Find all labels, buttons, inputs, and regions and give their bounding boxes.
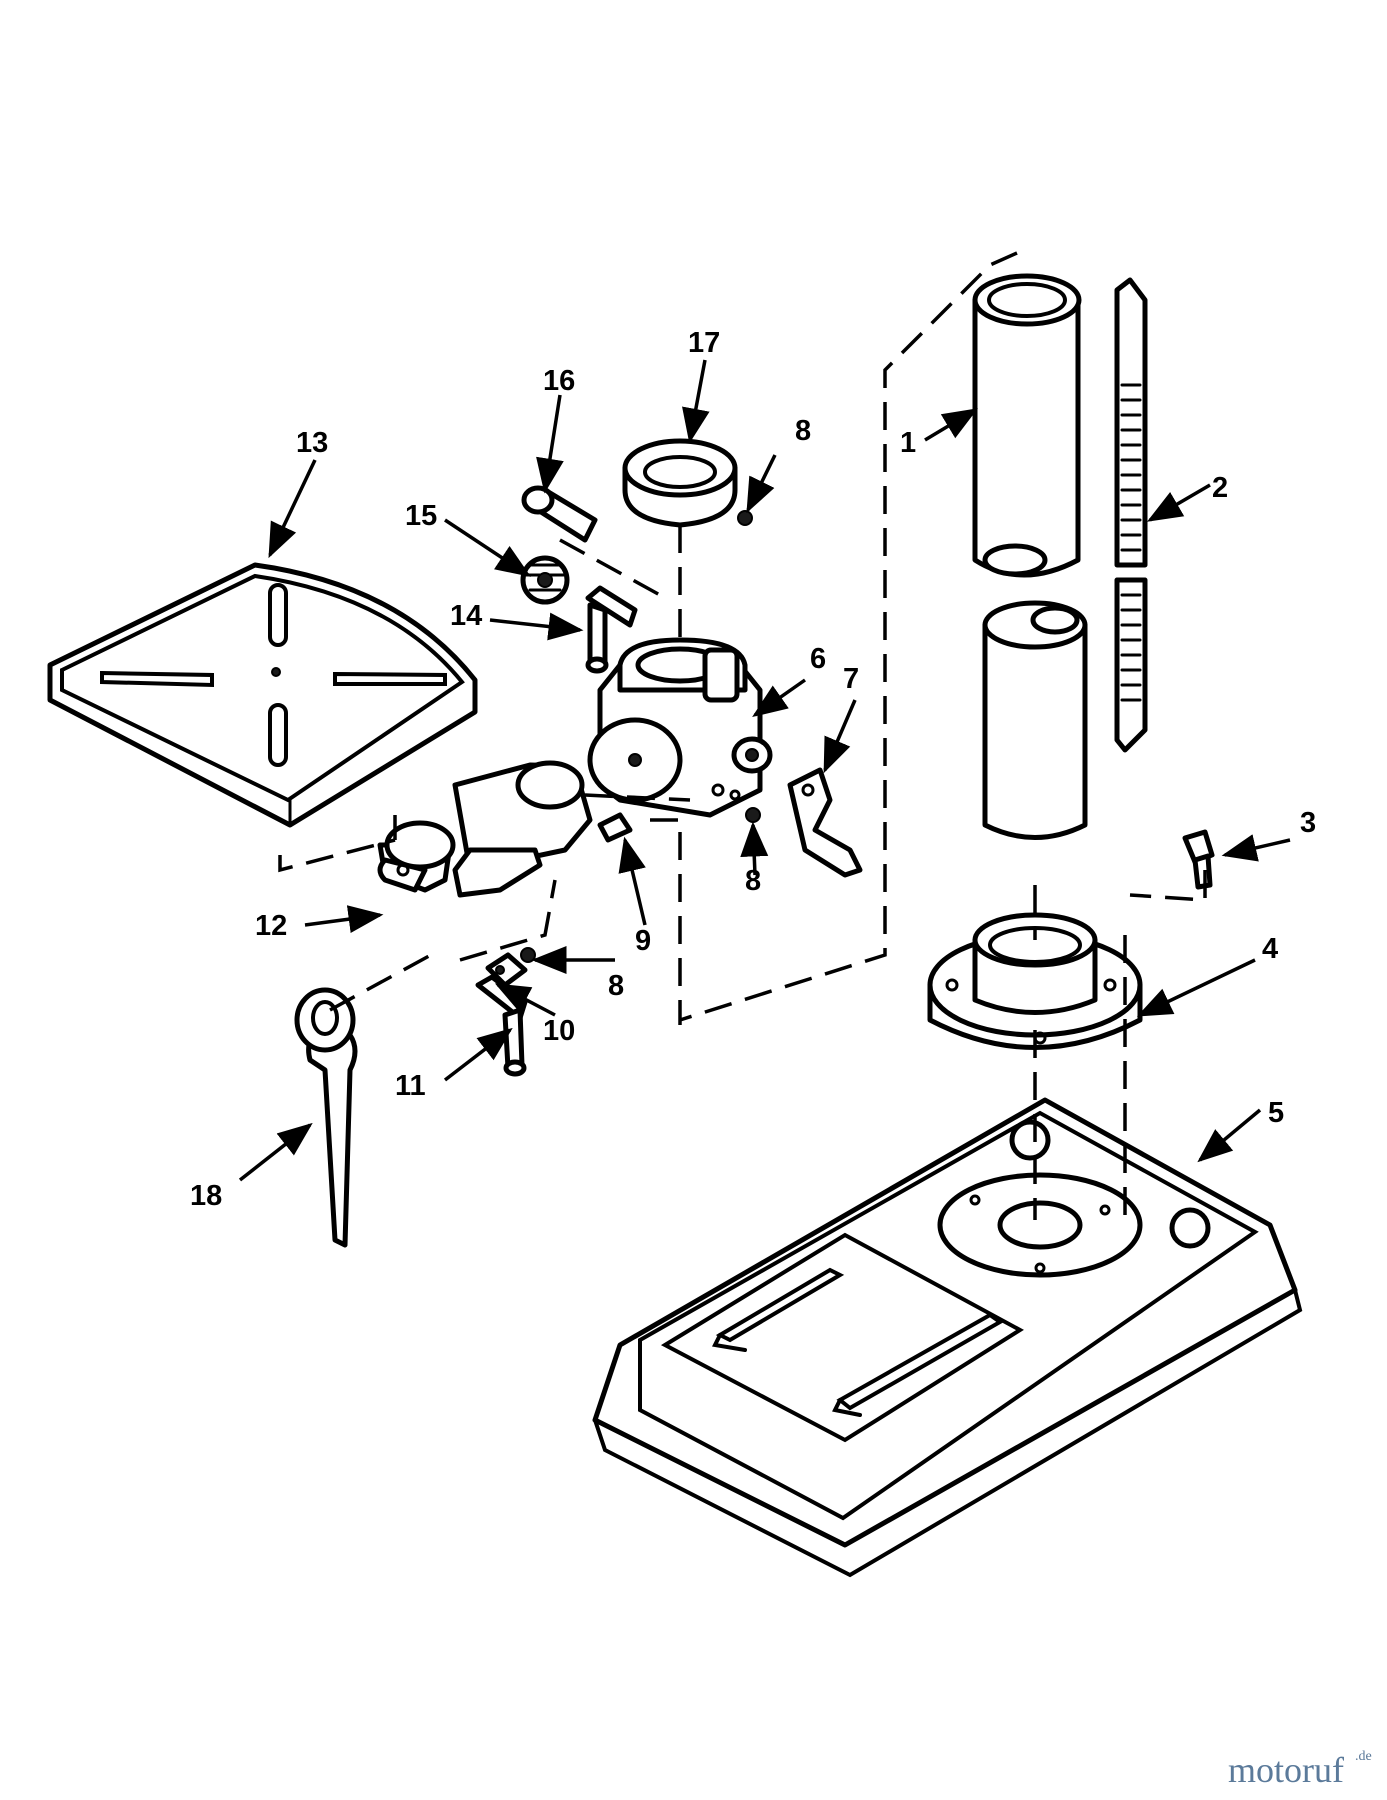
callout-8-top: 8 xyxy=(795,415,811,447)
callout-leaders xyxy=(238,359,1291,1182)
svg-text:motoruf: motoruf xyxy=(1228,1750,1344,1790)
callout-10: 10 xyxy=(543,1015,575,1047)
callout-2: 2 xyxy=(1212,472,1228,504)
callout-4: 4 xyxy=(1262,933,1278,965)
watermark-tld: .de xyxy=(1355,1749,1372,1764)
callout-6: 6 xyxy=(810,643,826,675)
motoruf-watermark: motoruf .de xyxy=(1228,1749,1372,1790)
part-13-table xyxy=(47,562,478,828)
watermark-name: motoruf xyxy=(1228,1750,1344,1790)
callout-12: 12 xyxy=(255,910,287,942)
callout-8-low: 8 xyxy=(608,970,624,1002)
callout-7: 7 xyxy=(843,663,859,695)
callout-14: 14 xyxy=(450,600,482,632)
callout-15: 15 xyxy=(405,500,437,532)
part-12-support-arm xyxy=(377,760,593,898)
part-15-gear xyxy=(520,555,570,605)
callout-11: 11 xyxy=(395,1070,426,1102)
callout-17: 17 xyxy=(688,327,720,359)
part-1-column-lower xyxy=(982,600,1088,840)
part-4-column-flange xyxy=(927,912,1143,1050)
callout-8-mid: 8 xyxy=(745,865,761,897)
part-2-rack xyxy=(1114,277,1148,753)
part-10-pin xyxy=(485,952,528,988)
part-3-bolt xyxy=(1182,829,1215,890)
callout-9: 9 xyxy=(635,925,651,957)
part-18-wrench xyxy=(294,987,358,1248)
part-14-crank xyxy=(585,585,638,674)
callout-5: 5 xyxy=(1268,1097,1284,1129)
callout-16: 16 xyxy=(543,365,575,397)
callout-18: 18 xyxy=(190,1180,222,1212)
assembly-lines xyxy=(278,251,1207,1225)
callout-1: 1 xyxy=(900,427,916,459)
callout-13: 13 xyxy=(296,427,328,459)
part-11-crank-handle xyxy=(475,974,528,1077)
part-7-lock-handle xyxy=(787,767,863,878)
callout-labels: 1 2 3 4 5 6 7 8 8 8 9 10 11 12 13 14 15 … xyxy=(190,327,1316,1212)
part-9-pin xyxy=(597,812,633,843)
callout-3: 3 xyxy=(1300,807,1316,839)
part-5-base xyxy=(592,1097,1303,1578)
part-6-column-bracket xyxy=(587,637,773,818)
part-1-column xyxy=(972,273,1082,578)
part-16-screw xyxy=(521,485,598,543)
part-17-collar xyxy=(622,438,738,528)
